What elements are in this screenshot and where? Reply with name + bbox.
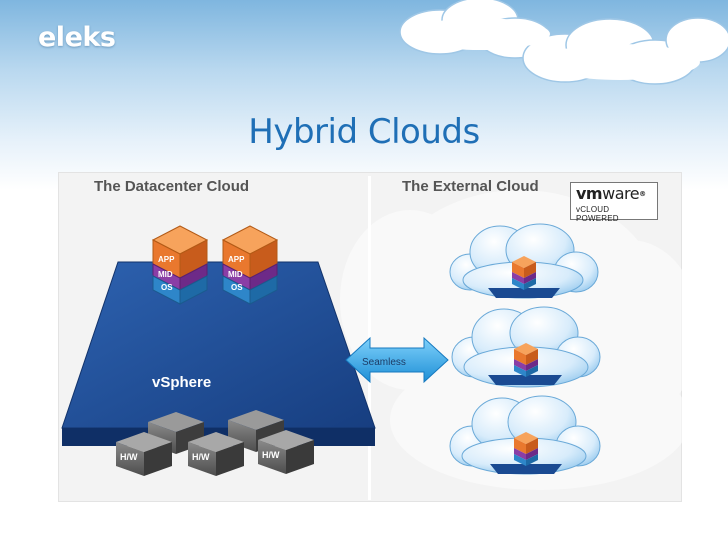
- vm-stack-right: [221, 225, 279, 305]
- hardware-boxes: [116, 410, 314, 476]
- cloud-vm-stack-3: [514, 432, 538, 466]
- cloud-vm-stack-2: [514, 343, 538, 377]
- hw-box-front-1: [116, 432, 172, 476]
- vmware-logo: vmware®: [576, 184, 646, 203]
- vsphere-platform: [61, 261, 376, 446]
- slide-title: Hybrid Clouds: [248, 112, 480, 152]
- stack-right-app-label: APP: [228, 255, 245, 264]
- seamless-arrow: [345, 336, 449, 384]
- hw-label-1: H/W: [120, 452, 138, 462]
- hw-box-front-3: [258, 430, 314, 474]
- cloud-vm-stack-1: [512, 256, 536, 290]
- external-cloud-label: The External Cloud: [402, 178, 539, 195]
- vmware-vcloud-badge: vmware® vCLOUD POWERED: [570, 182, 658, 223]
- stack-left-app-label: APP: [158, 255, 175, 264]
- vsphere-label: vSphere: [152, 374, 212, 391]
- datacenter-cloud-label: The Datacenter Cloud: [94, 178, 250, 195]
- eleks-logo: eleks: [38, 22, 116, 53]
- stack-right-os-label: OS: [231, 283, 243, 292]
- stack-left-os-label: OS: [161, 283, 173, 292]
- hw-box-front-2: [188, 432, 244, 476]
- seamless-label: Seamless: [362, 357, 406, 368]
- hw-label-2: H/W: [192, 452, 210, 462]
- hw-label-3: H/W: [262, 450, 280, 460]
- header-clouds: [399, 0, 728, 85]
- vm-stack-left: [151, 225, 209, 305]
- stack-right-mid-label: MID: [228, 270, 243, 279]
- stack-left-mid-label: MID: [158, 270, 173, 279]
- vcloud-powered-text: vCLOUD POWERED: [576, 205, 619, 223]
